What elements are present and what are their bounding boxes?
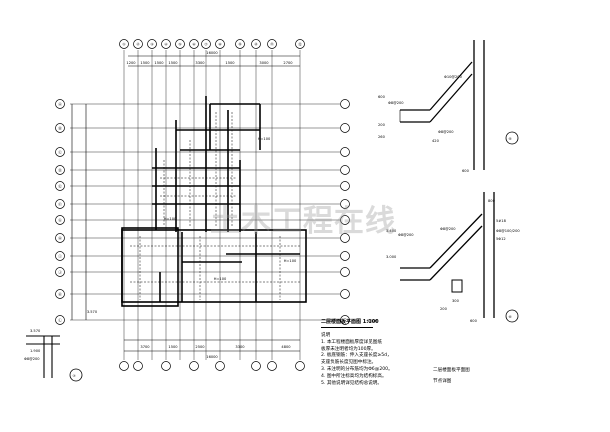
drawing-subtitle: 节点详图 — [433, 378, 452, 384]
section-6-label: Φ8@100/200 — [496, 229, 520, 233]
watermark: 土木工程在线 — [210, 204, 396, 239]
plan-label: H=100 — [284, 259, 297, 263]
grid-label-left: Ⓗ — [58, 235, 62, 240]
bottom-dim: 1500 — [168, 345, 178, 349]
section-6-dim: 300 — [452, 299, 460, 303]
note-line: 4. 图中所注标高均为结构标高。 — [321, 373, 387, 379]
note-line: 板厚未注明者均为100厚。 — [321, 346, 376, 352]
detail-7 — [26, 335, 83, 382]
bottom-dim: 3300 — [235, 345, 245, 349]
bottom-total-dim: 16000 — [206, 355, 218, 359]
title-block: 二层楼面板平面图 节点详图 — [433, 368, 470, 390]
grid-label-left: Ⓐ — [58, 101, 62, 106]
section-6-dim: 3.000 — [386, 255, 397, 259]
bottom-dim: 4800 — [281, 345, 291, 349]
section-5 — [399, 40, 519, 170]
plan-label: H=100 — [258, 137, 271, 141]
section-6-label: Φ8@200 — [398, 233, 414, 237]
grid-label-left: Ⓛ — [58, 317, 62, 322]
section-6-label: 5Φ12 — [496, 237, 506, 241]
grid-label-left: Ⓑ — [58, 125, 62, 130]
notes-heading: 说明 — [321, 333, 331, 338]
level-tag: 3.570 — [87, 310, 98, 314]
detail-7-marker: ⑦ — [73, 374, 76, 378]
note-line: 2. 板底钢筋：伸入支座长度≥5d， — [321, 353, 392, 359]
main-plan-text: 16000 16000 1200 1500 1500 1500 3300 150… — [58, 41, 378, 359]
grid-label-top: ⑨ — [238, 42, 242, 46]
top-dim: 1200 — [126, 61, 136, 65]
top-dim: 1500 — [225, 61, 235, 65]
grid-label-left: Ⓖ — [58, 217, 62, 222]
section-6-label: 5#18 — [496, 219, 507, 223]
main-plan — [55, 39, 350, 371]
grid-label-top: ⑫ — [298, 41, 302, 46]
top-dim: 1500 — [168, 61, 178, 65]
grid-label-top: ③ — [150, 42, 153, 46]
section-5-marker: ⑤ — [509, 137, 513, 141]
section-6-label: Φ8@200 — [440, 227, 456, 231]
plan-label: H=100 — [214, 277, 227, 281]
note-line: 5. 其他说明详见结构总说明。 — [321, 380, 382, 386]
section-6-dim: 600 — [470, 319, 478, 323]
grid-label-left: Ⓕ — [58, 201, 62, 206]
top-dim: 3000 — [259, 61, 269, 65]
section-5-dim: 260 — [378, 135, 386, 139]
section-6-dim: 800 — [488, 199, 496, 203]
top-dim: 1500 — [154, 61, 164, 65]
note-line: 支座负筋长度见图中标注。 — [321, 360, 377, 366]
top-dim: 1500 — [140, 61, 150, 65]
grid-label-top: ⑥ — [192, 42, 196, 46]
detail-7-dim: 1.900 — [30, 349, 41, 353]
grid-label-top: ④ — [164, 42, 167, 46]
section-5-text: ⑤ Φ8@200 Φ10@200 Φ8@200 600 420 200 600 … — [378, 75, 513, 173]
detail-7-dim: 3.570 — [30, 329, 41, 333]
grid-label-top: ① — [122, 42, 125, 46]
notes: 说明 1. 本工程楼面板厚度详见图纸 板厚未注明者均为100厚。 2. 板底钢筋… — [321, 333, 393, 387]
note-line: 3. 未注明的分布筋均为Φ6@200。 — [321, 366, 393, 372]
grid-label-top: ⑪ — [270, 41, 274, 46]
section-6 — [400, 192, 519, 323]
bottom-dim: 2500 — [195, 345, 205, 349]
grid-label-top: ⑦ — [204, 42, 207, 46]
drawing-name: 二层楼面板平面图 — [433, 368, 470, 373]
section-6-dim: 3.400 — [386, 229, 397, 233]
bottom-dim: 3700 — [140, 345, 150, 349]
top-dim: 3300 — [195, 61, 205, 65]
grid-label-left: Ⓚ — [58, 291, 62, 296]
section-5-label: Φ8@200 — [388, 101, 404, 105]
grid-label-left: Ⓘ — [58, 253, 62, 258]
grid-label-top: ⑧ — [218, 42, 222, 46]
grid-label-left: Ⓔ — [58, 183, 62, 188]
section-5-label: Φ10@200 — [444, 75, 463, 79]
grid-label-top: ② — [136, 42, 139, 46]
top-total-dim: 16000 — [206, 51, 218, 55]
legend-title: 二层楼面板平面图 1:100 — [321, 319, 379, 328]
section-6-dim: 200 — [440, 307, 448, 311]
section-5-dim: 600 — [378, 95, 386, 99]
section-5-dim: 200 — [378, 123, 386, 127]
section-5-dim: 600 — [462, 169, 470, 173]
grid-label-top: ⑩ — [254, 42, 257, 46]
grid-label-left: Ⓓ — [58, 167, 62, 172]
section-5-dim: 420 — [432, 139, 440, 143]
section-5-label: Φ8@200 — [438, 130, 454, 134]
section-6-text: ⑥ Φ8@200 Φ8@200 5#18 Φ8@100/200 5Φ12 800… — [386, 199, 520, 323]
plan-label: H=100 — [164, 217, 177, 221]
detail-7-text: ⑦ 3.570 1.900 Φ8@200 — [24, 329, 76, 378]
detail-7-label: Φ8@200 — [24, 357, 40, 361]
grid-label-top: ⑤ — [178, 42, 182, 46]
grid-label-left: Ⓒ — [58, 149, 62, 154]
section-6-marker: ⑥ — [509, 315, 513, 319]
top-dim: 2700 — [283, 61, 293, 65]
note-line: 1. 本工程楼面板厚度详见图纸 — [321, 339, 382, 345]
grid-label-left: Ⓙ — [58, 269, 62, 274]
